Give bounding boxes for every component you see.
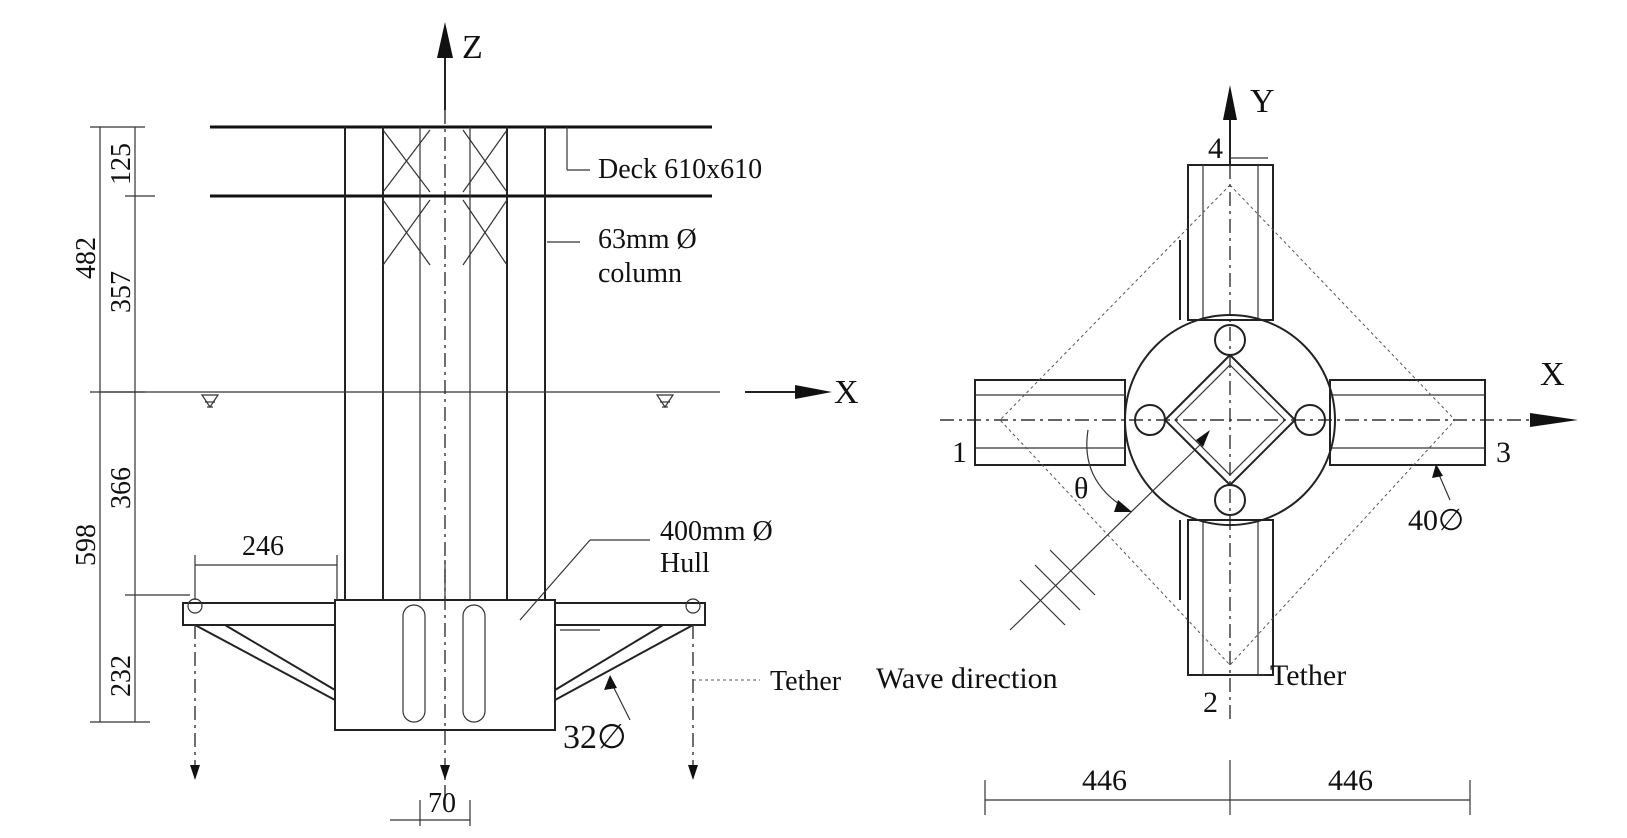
plan-view: Y X xyxy=(876,83,1578,815)
wave-direction-label: Wave direction xyxy=(876,662,1058,695)
side-elevation-view: Z Deck 610x610 xyxy=(71,22,859,826)
dim-246-line xyxy=(194,555,338,600)
tether-label-side: Tether xyxy=(770,666,842,697)
node-2-label: 2 xyxy=(1203,686,1218,719)
dim-70-line xyxy=(390,800,471,826)
vertical-dimensions xyxy=(90,126,190,723)
node-3-label: 3 xyxy=(1496,436,1511,469)
hull-label-line2: Hull xyxy=(660,548,710,579)
dim-125: 125 xyxy=(106,143,137,185)
brace-diameter-label: 32∅ xyxy=(563,719,627,756)
waterline xyxy=(100,385,832,409)
node-1-label: 1 xyxy=(952,436,967,469)
deck xyxy=(210,125,712,198)
columns xyxy=(344,127,546,600)
dim-482: 482 xyxy=(71,237,102,279)
dim-232: 232 xyxy=(106,655,137,697)
hull xyxy=(334,539,650,731)
column-label-line2: column xyxy=(598,258,682,289)
tethers-side xyxy=(190,625,760,780)
hull-label-line1: 400mm Ø xyxy=(660,516,773,547)
deck-label: Deck 610x610 xyxy=(598,154,762,185)
column-label-line1: 63mm Ø xyxy=(598,224,697,255)
y-axis xyxy=(1223,85,1237,720)
plan-dimensions xyxy=(984,760,1471,815)
wave-direction-arrow xyxy=(1009,429,1210,631)
tether-label-plan: Tether xyxy=(1270,659,1346,692)
dim-357: 357 xyxy=(106,271,137,313)
z-axis xyxy=(437,22,453,800)
plan-hull xyxy=(1124,314,1336,526)
dim-246: 246 xyxy=(242,531,284,562)
cross-bracing xyxy=(382,129,508,266)
pontoon-arms xyxy=(974,164,1486,676)
tether-diamond xyxy=(999,184,1456,666)
y-axis-label: Y xyxy=(1250,83,1275,120)
pontoons xyxy=(182,598,706,701)
z-axis-label: Z xyxy=(462,29,483,66)
x-axis-plan xyxy=(940,413,1578,427)
pontoon-diameter-label: 40∅ xyxy=(1408,504,1464,537)
x-axis-label-plan: X xyxy=(1540,356,1565,393)
dim-446-left: 446 xyxy=(1082,764,1127,797)
dim-446-right: 446 xyxy=(1328,764,1373,797)
dim-366: 366 xyxy=(106,467,137,509)
dim-598: 598 xyxy=(71,524,102,566)
x-axis-label-side: X xyxy=(834,374,859,411)
node-4-label: 4 xyxy=(1208,132,1223,165)
dim-70: 70 xyxy=(428,788,456,819)
theta-label: θ xyxy=(1074,472,1088,505)
